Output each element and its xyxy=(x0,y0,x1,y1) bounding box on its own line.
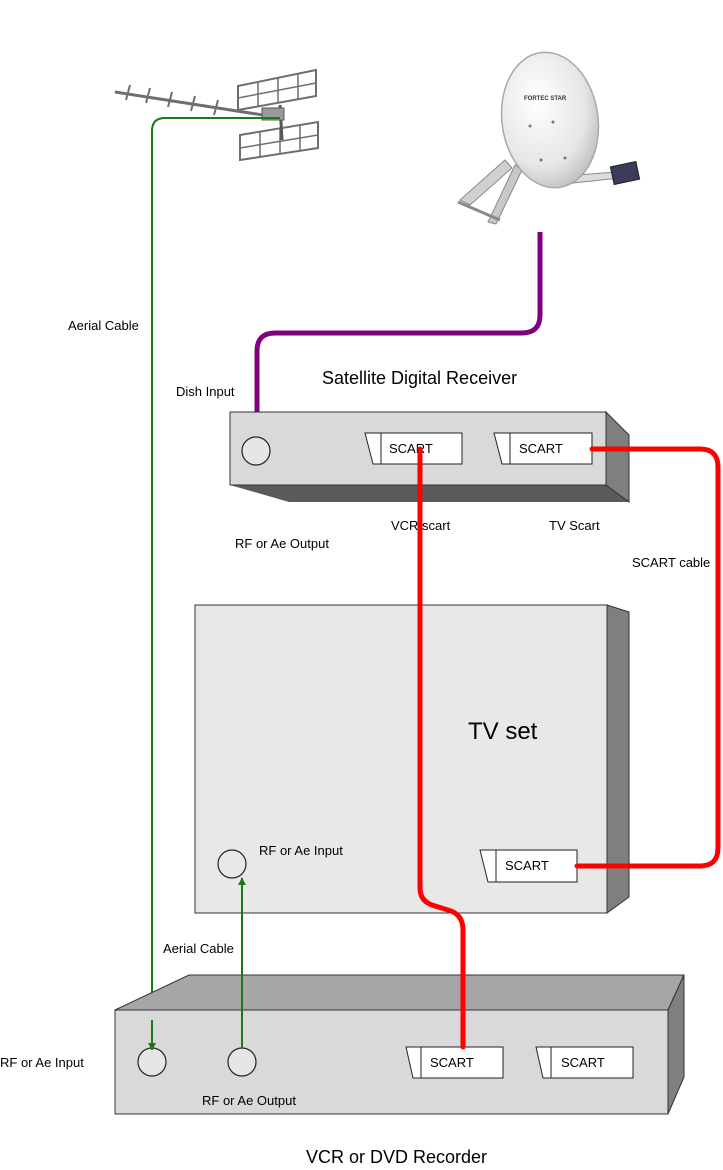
tv-scart-label: TV Scart xyxy=(549,518,600,533)
dish-input-label: Dish Input xyxy=(176,384,235,399)
tv-aerial-icon xyxy=(114,68,319,162)
receiver-dish-input-port xyxy=(241,436,271,466)
svg-text:SCART: SCART xyxy=(519,441,563,456)
vcr-rf-input-port xyxy=(137,1047,167,1077)
svg-text:SCART: SCART xyxy=(561,1055,605,1070)
aerial-cable-line xyxy=(148,117,280,1051)
vcr-recorder-box: SCART SCART xyxy=(114,974,685,1115)
vcr-recorder-title: VCR or DVD Recorder xyxy=(306,1147,487,1167)
receiver-rf-output-label: RF or Ae Output xyxy=(235,536,329,551)
tv-scart-port: SCART xyxy=(479,849,578,883)
scart-cable-receiver-to-tv-line xyxy=(574,446,721,869)
svg-text:SCART: SCART xyxy=(505,858,549,873)
vcr-rf-input-label: RF or Ae Input xyxy=(0,1055,84,1070)
vcr-scart-port-2: SCART xyxy=(535,1046,634,1079)
tv-rf-input-port xyxy=(217,849,247,879)
scart-cable-receiver-to-vcr-line xyxy=(417,446,466,1050)
tv-rf-input-label: RF or Ae Input xyxy=(259,843,343,858)
satellite-receiver-title: Satellite Digital Receiver xyxy=(322,368,517,388)
vcr-scart-label: VCR scart xyxy=(391,518,451,533)
svg-text:SCART: SCART xyxy=(430,1055,474,1070)
aerial-cable-label: Aerial Cable xyxy=(68,318,139,333)
scart-cable-label: SCART cable xyxy=(632,555,710,570)
aerial-cable-bottom-label: Aerial Cable xyxy=(163,941,234,956)
dish-cable-line xyxy=(248,232,543,438)
satellite-receiver-box: SCART SCART xyxy=(229,410,630,503)
vcr-rf-output-label: RF or Ae Output xyxy=(202,1093,296,1108)
receiver-vcr-scart-port: SCART xyxy=(364,432,463,465)
receiver-tv-scart-port: SCART xyxy=(493,432,593,465)
svg-text:SCART: SCART xyxy=(389,441,433,456)
satellite-dish-icon: FORTEC STAR xyxy=(457,51,641,225)
vcr-rf-output-port xyxy=(227,1047,257,1077)
vcr-scart-port-1: SCART xyxy=(405,1046,504,1079)
dish-brand-text: FORTEC STAR xyxy=(524,96,567,102)
tv-set-box: SCART xyxy=(194,604,630,914)
tv-set-title: TV set xyxy=(468,718,538,745)
